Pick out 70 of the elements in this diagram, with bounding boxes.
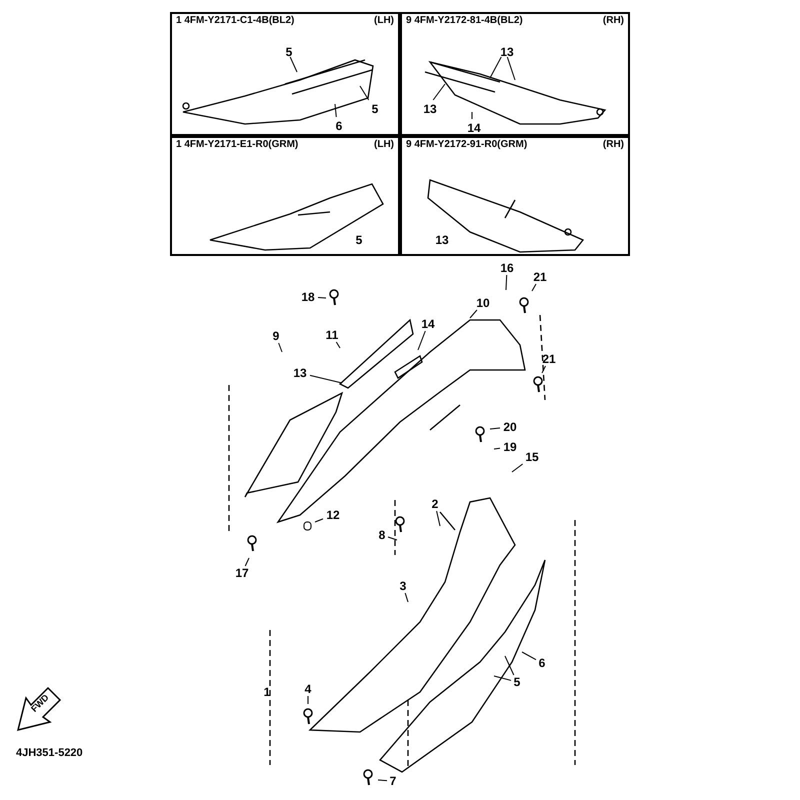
callout-number: 18 — [298, 290, 318, 304]
callout-number: 5 — [369, 102, 381, 116]
leader-line — [432, 84, 446, 100]
part-number: 1 4FM-Y2171-C1-4B(BL2) — [176, 16, 294, 26]
leader-line — [522, 652, 536, 660]
leader-line — [310, 374, 342, 384]
leader-line — [278, 342, 282, 352]
callout-number: 14 — [464, 121, 484, 135]
callout-number: 9 — [270, 329, 282, 343]
callout-number: 3 — [397, 579, 409, 593]
callout-number: 15 — [522, 450, 542, 464]
leader-line — [336, 342, 340, 348]
leader-line — [378, 780, 388, 782]
callout-number: 13 — [432, 233, 452, 247]
inset-panel — [170, 12, 400, 136]
leader-line — [506, 274, 508, 290]
leader-line — [388, 536, 398, 540]
callout-number: 20 — [500, 420, 520, 434]
callout-number: 17 — [232, 566, 252, 580]
side-label: (RH) — [602, 140, 624, 150]
diagram-code: 4JH351-5220 — [16, 748, 83, 759]
leader-line — [290, 56, 298, 72]
callout-number: 8 — [376, 528, 388, 542]
leader-line — [494, 676, 512, 681]
leader-line — [542, 366, 546, 374]
leader-line — [494, 448, 500, 450]
callout-number: 11 — [322, 328, 342, 342]
callout-number: 14 — [418, 317, 438, 331]
callout-number: 5 — [511, 675, 523, 689]
leader-line — [244, 558, 250, 566]
part-number: 1 4FM-Y2171-E1-R0(GRM) — [176, 140, 298, 150]
side-label: (LH) — [374, 140, 394, 150]
callout-number: 19 — [500, 440, 520, 454]
callout-number: 21 — [530, 270, 550, 284]
leader-line — [490, 428, 500, 430]
callout-number: 6 — [333, 119, 345, 133]
callout-number: 2 — [429, 497, 441, 511]
inset-panel — [400, 12, 630, 136]
callout-number: 10 — [473, 296, 493, 310]
leader-line — [506, 56, 516, 80]
callout-number: 13 — [497, 45, 517, 59]
leader-line — [490, 56, 502, 78]
callout-number: 13 — [290, 366, 310, 380]
inset-panel — [400, 136, 630, 256]
callout-number: 4 — [302, 682, 314, 696]
leader-line — [360, 86, 370, 100]
callout-number: 21 — [539, 352, 559, 366]
callout-number: 7 — [387, 774, 399, 788]
leader-line — [318, 297, 326, 298]
leader-line — [334, 104, 337, 118]
leader-line — [418, 330, 426, 350]
callout-number: 1 — [261, 685, 273, 699]
side-label: (LH) — [374, 16, 394, 26]
callout-number: 6 — [536, 656, 548, 670]
leader-line — [314, 518, 324, 522]
leader-line — [532, 284, 536, 292]
leader-line — [504, 656, 514, 676]
leader-line — [436, 510, 440, 526]
part-number: 9 4FM-Y2172-81-4B(BL2) — [406, 16, 523, 26]
leader-line — [470, 310, 478, 318]
side-label: (RH) — [602, 16, 624, 26]
callout-number: 12 — [323, 508, 343, 522]
callout-number: 13 — [420, 102, 440, 116]
leader-line — [512, 464, 524, 472]
callout-number: 16 — [497, 261, 517, 275]
leader-line — [404, 592, 408, 602]
callout-number: 5 — [353, 233, 365, 247]
part-number: 9 4FM-Y2172-91-R0(GRM) — [406, 140, 528, 150]
inset-panel — [170, 136, 400, 256]
callout-number: 5 — [283, 45, 295, 59]
